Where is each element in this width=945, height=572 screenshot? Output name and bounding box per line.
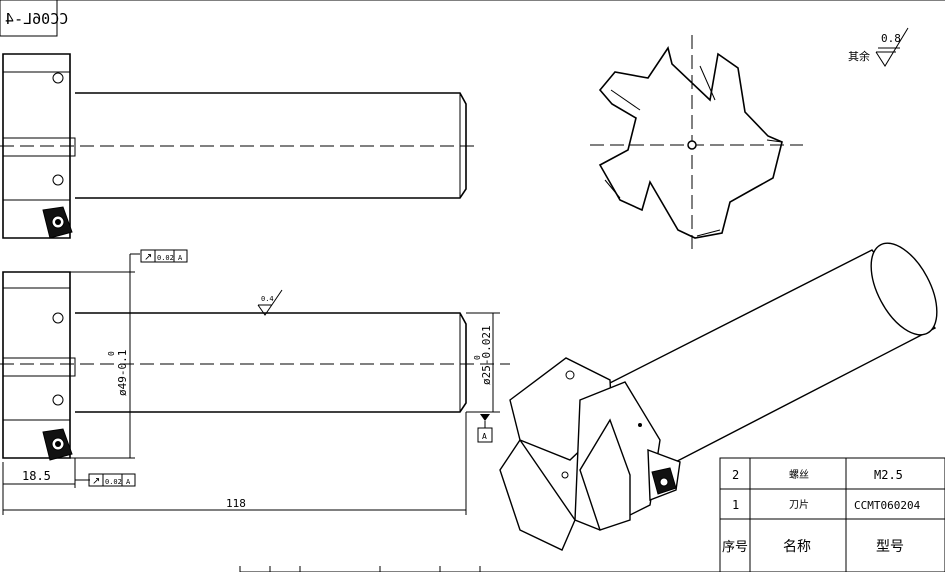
- header-name: 名称: [783, 539, 811, 555]
- insert-icon: [42, 428, 73, 461]
- row-model: CCMT060204: [854, 499, 921, 512]
- row-number: 2: [732, 468, 739, 482]
- table-row: 1 刀片 CCMT060204: [732, 498, 921, 512]
- tolerance-frame: ↗ 0.02 A: [88, 473, 136, 487]
- head-width-dimension: 18.5: [22, 469, 51, 483]
- insert-icon: [42, 206, 73, 239]
- drawing-number-box: CC06L-4: [0, 0, 945, 37]
- tolerance-value: 0.02: [157, 254, 174, 262]
- tolerance-datum: A: [178, 254, 183, 262]
- surface-finish-note: 其余 0.8: [848, 27, 909, 67]
- table-header: 序号 名称 型号: [722, 539, 904, 555]
- bottom-side-view: [0, 253, 510, 515]
- drawing-number: CC06L-4: [5, 10, 68, 28]
- row-model: M2.5: [874, 468, 903, 482]
- tolerance-datum: A: [126, 478, 131, 486]
- dimension-texts: ø49-0.1 0 ø25-0.021 0 18.5 118: [22, 325, 493, 510]
- shank-diameter-upper: 0: [473, 355, 482, 360]
- shank-diameter-dimension: ø25-0.021: [480, 325, 493, 385]
- datum-label: A: [482, 432, 487, 441]
- top-side-view: [0, 53, 478, 239]
- row-number: 1: [732, 498, 739, 512]
- surface-finish-prefix: 其余: [848, 49, 870, 63]
- surface-finish-value: 0.8: [881, 32, 901, 45]
- tolerance-frame: ↗ 0.02 A: [140, 249, 188, 263]
- shaft-surface-finish: 0.4: [257, 289, 283, 316]
- header-model: 型号: [876, 539, 904, 555]
- tolerance-symbol: ↗: [92, 476, 100, 487]
- datum-marker: A: [477, 414, 493, 443]
- end-view: [590, 35, 803, 252]
- overall-length-dimension: 118: [226, 497, 246, 510]
- body-diameter-dimension: ø49-0.1: [116, 350, 129, 396]
- table-row: 2 螺丝 M2.5: [732, 468, 903, 482]
- header-number: 序号: [722, 540, 748, 555]
- isometric-view: [499, 242, 938, 551]
- parts-table: 2 螺丝 M2.5 1 刀片 CCMT060204 序号 名称 型号: [239, 457, 945, 572]
- shaft-finish-value: 0.4: [261, 295, 274, 303]
- row-name: 螺丝: [789, 469, 809, 481]
- row-name: 刀片: [789, 498, 809, 511]
- tolerance-symbol: ↗: [144, 252, 152, 263]
- body-diameter-upper: 0: [107, 351, 116, 356]
- tolerance-value: 0.02: [105, 478, 122, 486]
